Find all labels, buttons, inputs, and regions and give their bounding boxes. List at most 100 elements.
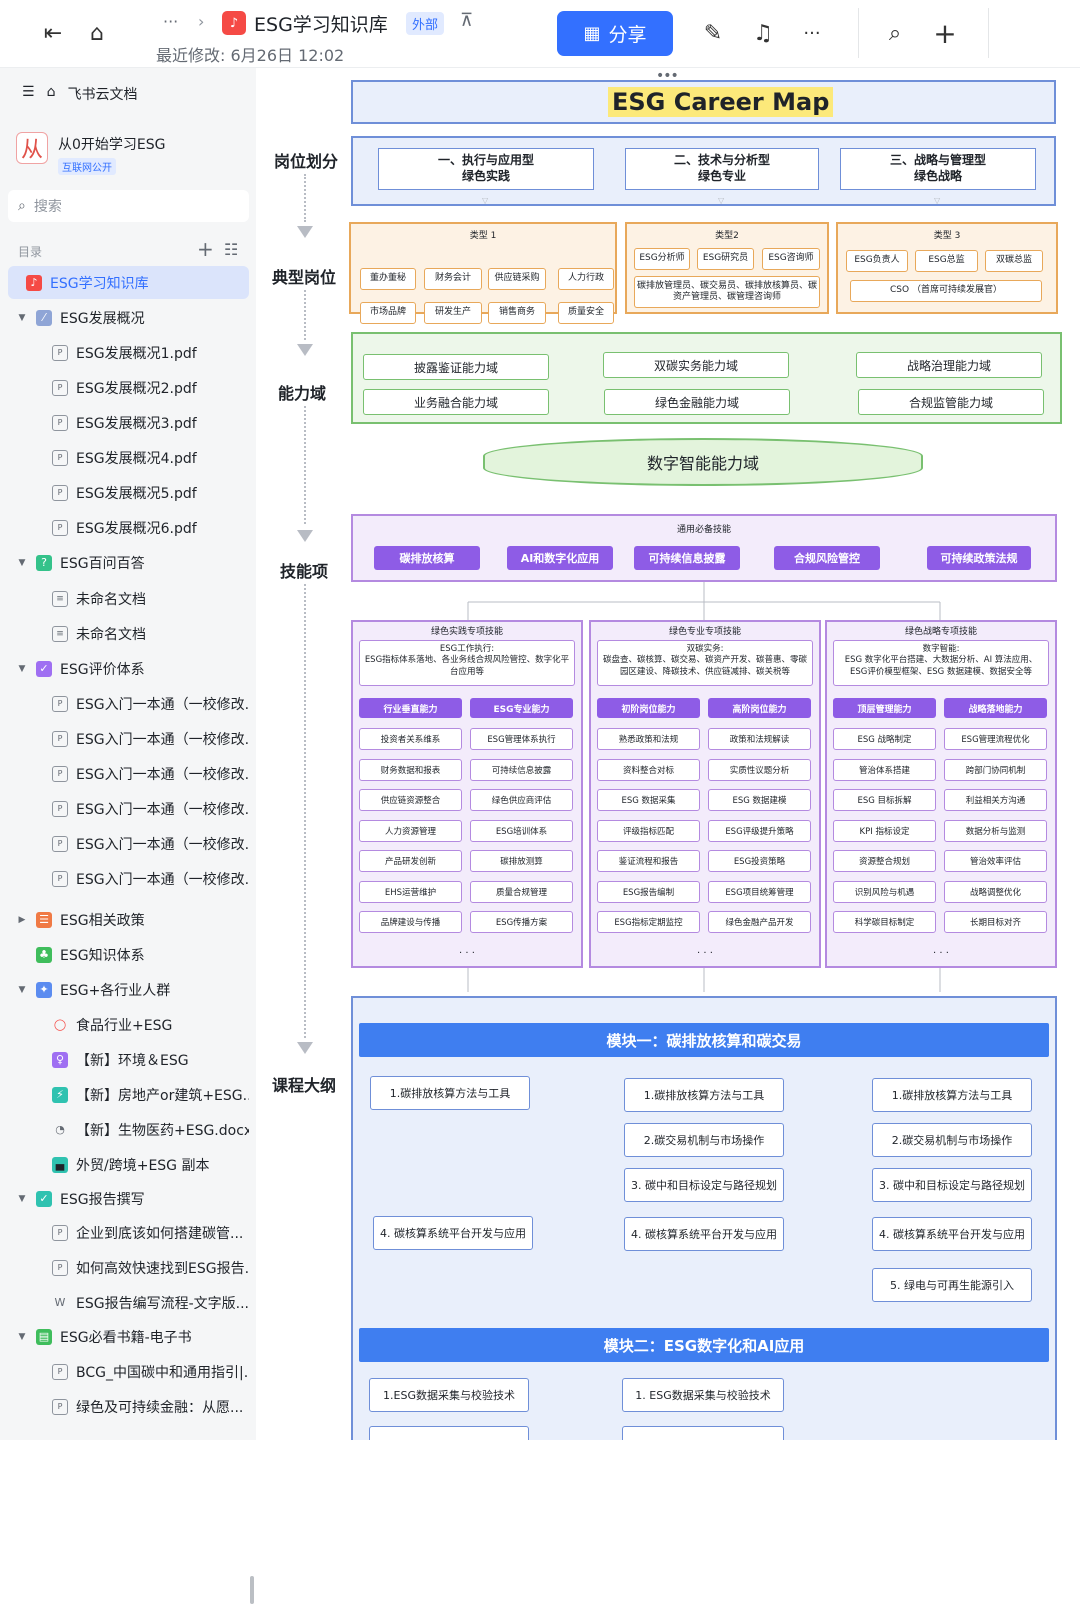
type-name: 类型 1 bbox=[469, 231, 497, 241]
bell-icon[interactable]: ♫ bbox=[753, 20, 773, 46]
skill-item: 财务数据和报表 bbox=[359, 758, 462, 781]
tree-item-label: ESG发展概况1.pdf bbox=[76, 345, 197, 362]
tree-item[interactable]: ▼?ESG百问百答 bbox=[8, 546, 249, 579]
arrow-down-icon bbox=[297, 344, 313, 356]
home-icon: ⌂ bbox=[46, 84, 56, 100]
skill-item: 绿色金融产品开发 bbox=[708, 911, 811, 933]
pdf-file-icon: P bbox=[52, 765, 68, 782]
skill-item: ESG投资策略 bbox=[708, 850, 811, 872]
tree-item-label: ESG发展概况 bbox=[60, 310, 145, 327]
pin-icon[interactable]: ⊼ bbox=[460, 10, 474, 31]
tree-item[interactable]: ▼✓ESG报告撰写 bbox=[8, 1182, 249, 1215]
arrow-down-icon bbox=[297, 226, 313, 238]
skill-head: 顶层管理能力 bbox=[833, 698, 936, 718]
scrollbar[interactable] bbox=[250, 1576, 254, 1604]
course-item: 1.ESG数据采集与校验技术 bbox=[369, 1378, 529, 1412]
type-name: 类型2 bbox=[715, 231, 739, 241]
tree-item[interactable]: ◯食品行业+ESG bbox=[8, 1008, 249, 1041]
list-icon[interactable]: ☷ bbox=[224, 240, 239, 259]
pdf-file-icon: P bbox=[52, 344, 68, 361]
menu-icon[interactable]: ☰ bbox=[22, 84, 35, 100]
tree-item[interactable]: ◔【新】生物医药+ESG.docx bbox=[8, 1113, 249, 1146]
skill-desc-text: ESG指标体系落地、各业务线合规风险管控、数字化平台应用等 bbox=[364, 655, 570, 677]
caret-right-icon[interactable]: ▶ bbox=[18, 914, 26, 925]
sidebar-collapse-icon[interactable]: ⇤ bbox=[43, 20, 63, 46]
more-icon[interactable]: ··· bbox=[803, 22, 821, 44]
connector bbox=[304, 290, 306, 340]
track-line1: 一、执行与应用型 bbox=[437, 153, 534, 168]
tree-item[interactable]: ♀【新】环境＆ESG bbox=[8, 1043, 249, 1076]
role-chip: ESG分析师 bbox=[634, 248, 690, 270]
tree-item-label: ESG入门一本通（一校修改... bbox=[76, 871, 249, 888]
tree-item[interactable]: ▶☰ESG相关政策 bbox=[8, 903, 249, 936]
share-button[interactable]: ▦ 分享 bbox=[557, 11, 673, 56]
tree-item[interactable]: ⚡【新】房地产or建筑+ESG... bbox=[8, 1078, 249, 1111]
skill-group-title: 绿色战略专项技能 bbox=[904, 627, 977, 637]
caret-down-icon[interactable]: ▼ bbox=[18, 663, 26, 674]
breadcrumb-ellipsis[interactable]: ··· bbox=[163, 12, 179, 31]
folder-green-icon: ? bbox=[36, 554, 52, 571]
tree-item[interactable]: ▼ ⁄ ESG发展概况 bbox=[8, 301, 249, 334]
caret-down-icon[interactable]: ▼ bbox=[18, 312, 26, 323]
role-chip: 销售商务 bbox=[488, 302, 546, 324]
tree-item[interactable]: ▼✓ESG评价体系 bbox=[8, 652, 249, 685]
course-connector bbox=[467, 968, 941, 992]
sidebar-home-row[interactable]: ☰ ⌂ 飞书云文档 bbox=[22, 84, 137, 104]
search-icon[interactable]: ⌕ bbox=[888, 20, 902, 46]
tree-item-label: ESG入门一本通（一校修改... bbox=[76, 766, 249, 783]
tree-item-label: ESG知识体系 bbox=[60, 947, 145, 964]
external-badge: 外部 bbox=[406, 12, 445, 35]
home-label: 飞书云文档 bbox=[67, 87, 138, 103]
tree-item[interactable]: ♪ESG学习知识库 bbox=[8, 266, 249, 299]
tree-item[interactable]: P ESG发展概况1.pdf bbox=[8, 336, 249, 369]
arrow-down-icon bbox=[297, 1042, 313, 1054]
caret-down-icon[interactable]: ▼ bbox=[18, 1193, 26, 1204]
tree-item[interactable]: ▄外贸/跨境+ESG 副本 bbox=[8, 1148, 249, 1181]
skill-item: 科学碳目标制定 bbox=[833, 911, 936, 933]
caret-down-icon[interactable]: ▼ bbox=[18, 984, 26, 995]
role-chip: 质量安全 bbox=[558, 302, 614, 324]
pdf-file-icon: P bbox=[52, 800, 68, 817]
plus-icon[interactable]: + bbox=[933, 16, 957, 50]
common-skills-title: 通用必备技能 bbox=[676, 525, 731, 535]
skill-item: EHS运营维护 bbox=[359, 880, 462, 903]
track-line1: 二、技术与分析型 bbox=[673, 153, 770, 168]
tree-item[interactable]: P ESG入门一本通（一校修改... bbox=[8, 757, 249, 790]
tree-item[interactable]: ▼▤ESG必看书籍-电子书 bbox=[8, 1320, 249, 1353]
ring-icon: ◯ bbox=[53, 1018, 67, 1031]
caret-down-icon[interactable]: ▼ bbox=[18, 1331, 26, 1342]
top-bar: ⇤ ⌂ ··· › ♪ ESG学习知识库 外部 ⊼ 最近修改: 6月26日 12… bbox=[0, 0, 1080, 68]
caret-down-icon[interactable]: ▼ bbox=[18, 557, 26, 568]
plus-icon[interactable]: + bbox=[197, 237, 214, 261]
skill-item: ESG传播方案 bbox=[470, 911, 573, 933]
tree-item[interactable]: ≡未命名文档 bbox=[8, 617, 249, 650]
common-skill: 可持续政策法规 bbox=[927, 546, 1031, 570]
skill-item: 数据分析与监测 bbox=[944, 819, 1047, 842]
tree-item[interactable]: ♣ESG知识体系 bbox=[8, 938, 249, 971]
tree-item-label: 如何高效快速找到ESG报告... bbox=[76, 1260, 249, 1277]
search-input[interactable]: ⌕ 搜索 bbox=[8, 190, 249, 222]
track-line2: 绿色战略 bbox=[913, 169, 962, 183]
folder-icon: ⁄ bbox=[36, 309, 52, 326]
doc-title[interactable]: ESG学习知识库 bbox=[254, 14, 388, 36]
tree-item[interactable]: ≡未命名文档 bbox=[8, 582, 249, 615]
pencil-icon[interactable]: ✎ bbox=[703, 20, 723, 46]
tree-item[interactable]: ▼✦ESG+各行业人群 bbox=[8, 973, 249, 1006]
kb-header[interactable]: 从 从0开始学习ESG 互联网公开 bbox=[16, 132, 166, 175]
home-icon[interactable]: ⌂ bbox=[90, 20, 104, 46]
